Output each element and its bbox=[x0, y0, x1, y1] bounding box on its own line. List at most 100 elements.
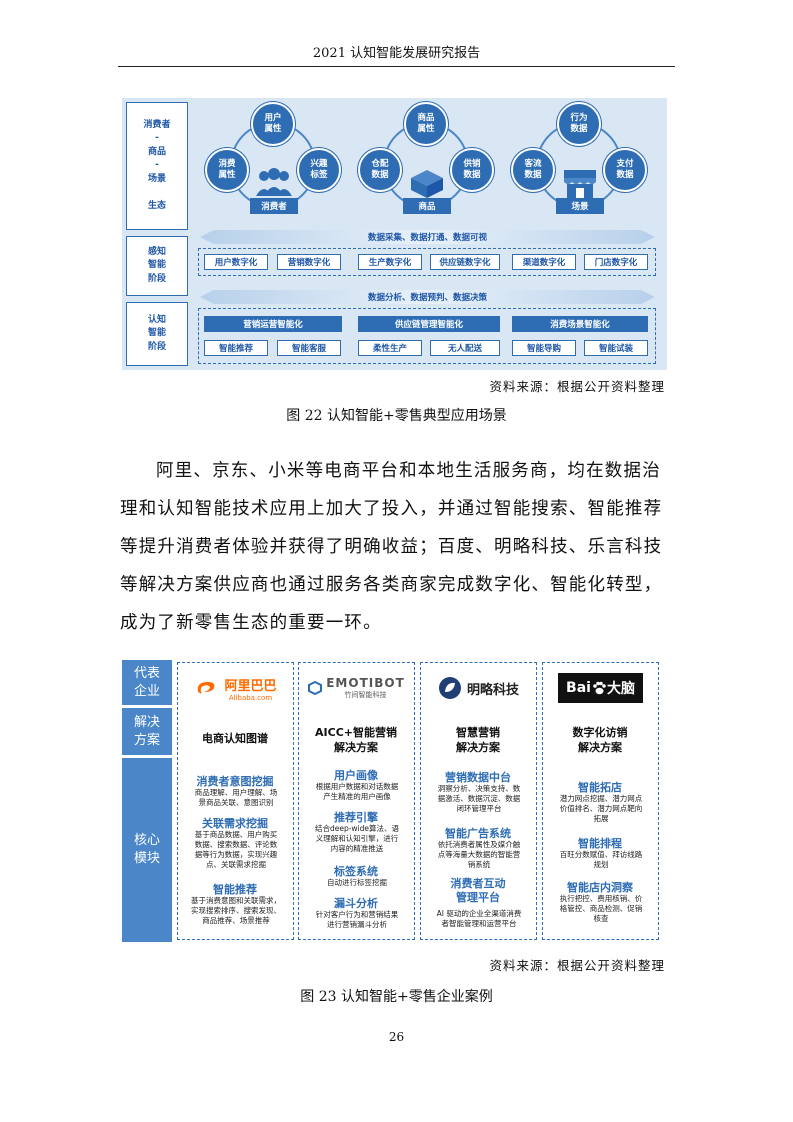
module-title: 消费者互动 管理平台 bbox=[450, 877, 506, 905]
card-mininglamp: 明略科技 智慧营销 解决方案 营销数据中台 洞察分析、决策支持、数 据激活、数据… bbox=[420, 662, 537, 940]
header-rule bbox=[118, 66, 675, 67]
bubble-behavior-data: 行为 数据 bbox=[557, 102, 601, 146]
card-emotibot: EMOTIBOT 竹间智能科技 AICC+智能营销 解决方案 用户画像 根据用户… bbox=[298, 662, 415, 940]
product-group: 商品 属性 仓配 数据 供销 数据 商品 bbox=[353, 102, 503, 220]
box-icon bbox=[411, 170, 443, 198]
people-icon bbox=[256, 168, 292, 196]
module-desc: 针对客户行为和营销结果 进行营销漏斗分析 bbox=[315, 910, 399, 930]
module-desc: 商品理解、用户理解、场 景商品关联、意图识别 bbox=[194, 788, 278, 808]
card-alibaba: 阿里巴巴 Alibaba.com 电商认知图谱 消费者意图挖掘 商品理解、用户理… bbox=[177, 662, 294, 940]
paragraph-line: 理和认知智能技术应用上加大了投入，并通过智能搜索、智能推荐 bbox=[120, 499, 663, 519]
scene-group: 行为 数据 客流 数据 支付 数据 场景 bbox=[506, 102, 656, 220]
baidu-name: Bai bbox=[566, 680, 591, 696]
module-desc: AI 驱动的企业全渠道消费 者智能管理和运营平台 bbox=[436, 909, 522, 929]
center-tag-consumer: 消费者 bbox=[250, 198, 298, 214]
chip-smart-guide: 智能导购 bbox=[512, 340, 576, 356]
emotibot-hex-icon bbox=[308, 681, 323, 695]
chip-smart-recommend: 智能推荐 bbox=[204, 340, 268, 356]
emotibot-logo: EMOTIBOT 竹间智能科技 bbox=[305, 669, 408, 707]
side-label-cognition: 认知 智能 阶段 bbox=[126, 302, 188, 366]
body-paragraph: 阿里、京东、小米等电商平台和本地生活服务商，均在数据治 理和认知智能技术应用上加… bbox=[120, 452, 674, 642]
storefront-icon bbox=[564, 170, 596, 198]
page-number: 26 bbox=[388, 1030, 405, 1044]
baidu-brain-logo: Bai 大脑 bbox=[549, 669, 652, 707]
baidu-brain-text: 大脑 bbox=[606, 681, 635, 697]
bubble-interest-tag: 兴趣 标签 bbox=[297, 148, 341, 192]
label-solution: 解决 方案 bbox=[122, 708, 172, 758]
side-label-perception: 感知 智能 阶段 bbox=[126, 236, 188, 296]
bar-marketing-ops: 营销运营智能化 bbox=[204, 316, 342, 332]
module-desc: 基于商品数据、用户购买 数据、搜索数据、评论数 据等行为数据，实现兴趣 点、关联… bbox=[194, 830, 278, 870]
module-desc: 依托消费者属性及媒介触 点等海量大数据的智能营 销系统 bbox=[437, 840, 521, 870]
paw-icon bbox=[593, 681, 606, 695]
center-tag-product: 商品 bbox=[403, 198, 451, 214]
module-title: 消费者意图挖掘 bbox=[196, 775, 274, 788]
module-title: 用户画像 bbox=[334, 769, 378, 782]
mininglamp-name: 明略科技 bbox=[466, 682, 519, 698]
chip-channel-digital: 渠道数字化 bbox=[512, 254, 576, 270]
center-tag-scene: 场景 bbox=[556, 198, 604, 214]
paragraph-line: 等解决方案供应商也通过服务各类商家完成数字化、智能化转型， bbox=[120, 575, 663, 595]
module-desc: 结合deep-wide算法、语 义理解和认知引擎，进行 内容的精准推送 bbox=[314, 824, 400, 854]
module-desc: 执行把控、费用核销、价 格管控、商品检测、促销 核查 bbox=[559, 894, 643, 924]
label-core-modules: 核心 模块 bbox=[122, 758, 172, 942]
figure-23-caption: 图 23 认知智能+零售企业案例 bbox=[300, 989, 493, 1005]
cognition-row bbox=[198, 308, 656, 364]
module-title: 智能店内洞察 bbox=[567, 881, 633, 894]
module-desc: 洞察分析、决策支持、数 据激活、数据沉淀、数据 闭环管理平台 bbox=[437, 784, 521, 814]
module-desc: 潜力网点挖掘、潜力网点 价值排名、潜力网点靶向 拓展 bbox=[559, 794, 643, 824]
card-title: AICC+智能营销 解决方案 bbox=[315, 726, 397, 755]
chip-flexible-production: 柔性生产 bbox=[358, 340, 422, 356]
bubble-traffic-data: 客流 数据 bbox=[511, 148, 555, 192]
chip-user-digital: 用户数字化 bbox=[204, 254, 268, 270]
chip-store-digital: 门店数字化 bbox=[584, 254, 648, 270]
card-baidu: Bai 大脑 数字化访销 解决方案 智能拓店 潜力网点挖掘、潜力网点 价值排名、… bbox=[542, 662, 659, 940]
module-title: 营销数据中台 bbox=[445, 771, 511, 784]
bubble-user-attr: 用户 属性 bbox=[251, 102, 295, 146]
card-title: 智慧营销 解决方案 bbox=[456, 726, 500, 755]
band-data-analysis: 数据分析、数据预判、数据决策 bbox=[200, 290, 655, 304]
chip-production-digital: 生产数字化 bbox=[358, 254, 422, 270]
bubble-product-attr: 商品 属性 bbox=[404, 102, 448, 146]
module-title: 智能排程 bbox=[578, 837, 622, 850]
chip-smart-service: 智能客服 bbox=[277, 340, 341, 356]
side-label-ecosystem: 消费者 - 商品 - 场景 生态 bbox=[126, 102, 188, 230]
module-title: 智能推荐 bbox=[213, 883, 257, 896]
perception-row bbox=[198, 248, 656, 276]
label-representative-company: 代表 企业 bbox=[122, 660, 172, 708]
band-data-collection: 数据采集、数据打通、数据可视 bbox=[200, 230, 655, 244]
card-title: 电商认知图谱 bbox=[202, 732, 268, 745]
card-title: 数字化访销 解决方案 bbox=[572, 726, 628, 755]
bar-supply-chain-mgmt: 供应链管理智能化 bbox=[358, 316, 500, 332]
module-title: 漏斗分析 bbox=[334, 897, 378, 910]
figure-22-diagram: 消费者 - 商品 - 场景 生态 感知 智能 阶段 认知 智能 阶段 用户 属性… bbox=[122, 98, 667, 370]
module-desc: 根据用户数据和对话数据 产生精准的用户画像 bbox=[315, 782, 399, 802]
module-desc: 百旺分数赋值、拜访线路 规划 bbox=[559, 850, 643, 870]
chip-unmanned-delivery: 无人配送 bbox=[430, 340, 500, 356]
module-desc: 基于消费意图和关联需求， 实现搜索排序、搜索发现、 商品推荐、场景推荐 bbox=[191, 896, 281, 926]
module-desc: 自动进行标签挖掘 bbox=[327, 878, 387, 887]
mininglamp-logo: 明略科技 bbox=[427, 669, 530, 707]
chip-smart-fitting: 智能试装 bbox=[584, 340, 648, 356]
module-title: 智能广告系统 bbox=[445, 827, 511, 840]
bubble-payment-data: 支付 数据 bbox=[603, 148, 647, 192]
figure-22-source: 资料来源：根据公开资料整理 bbox=[489, 379, 665, 394]
bubble-warehouse-data: 仓配 数据 bbox=[358, 148, 402, 192]
alibaba-swirl-icon bbox=[198, 682, 215, 694]
paragraph-line: 等提升消费者体验并获得了明确收益；百度、明略科技、乐言科技 bbox=[120, 537, 663, 557]
bubble-consume-attr: 消费 属性 bbox=[205, 148, 249, 192]
chip-supply-chain-digital: 供应链数字化 bbox=[430, 254, 500, 270]
bar-consume-scene: 消费场景智能化 bbox=[512, 316, 648, 332]
module-title: 智能拓店 bbox=[578, 781, 622, 794]
paragraph-line: 阿里、京东、小米等电商平台和本地生活服务商，均在数据治 bbox=[156, 461, 661, 481]
running-header: 2021 认知智能发展研究报告 bbox=[312, 46, 481, 61]
figure-22-caption: 图 22 认知智能+零售典型应用场景 bbox=[286, 408, 507, 424]
alibaba-name: 阿里巴巴 bbox=[224, 678, 277, 694]
consumer-group: 用户 属性 消费 属性 兴趣 标签 消费者 bbox=[200, 102, 350, 220]
emotibot-sub: 竹间智能科技 bbox=[344, 691, 387, 699]
figure-23-diagram: 代表 企业 解决 方案 核心 模块 阿里巴巴 Alibaba.com 电商认知图… bbox=[122, 660, 662, 942]
emotibot-name: EMOTIBOT bbox=[326, 676, 405, 690]
mininglamp-leaf-icon bbox=[438, 677, 461, 699]
figure-23-source: 资料来源：根据公开资料整理 bbox=[489, 958, 665, 973]
paragraph-line: 成为了新零售生态的重要一环。 bbox=[120, 613, 382, 633]
